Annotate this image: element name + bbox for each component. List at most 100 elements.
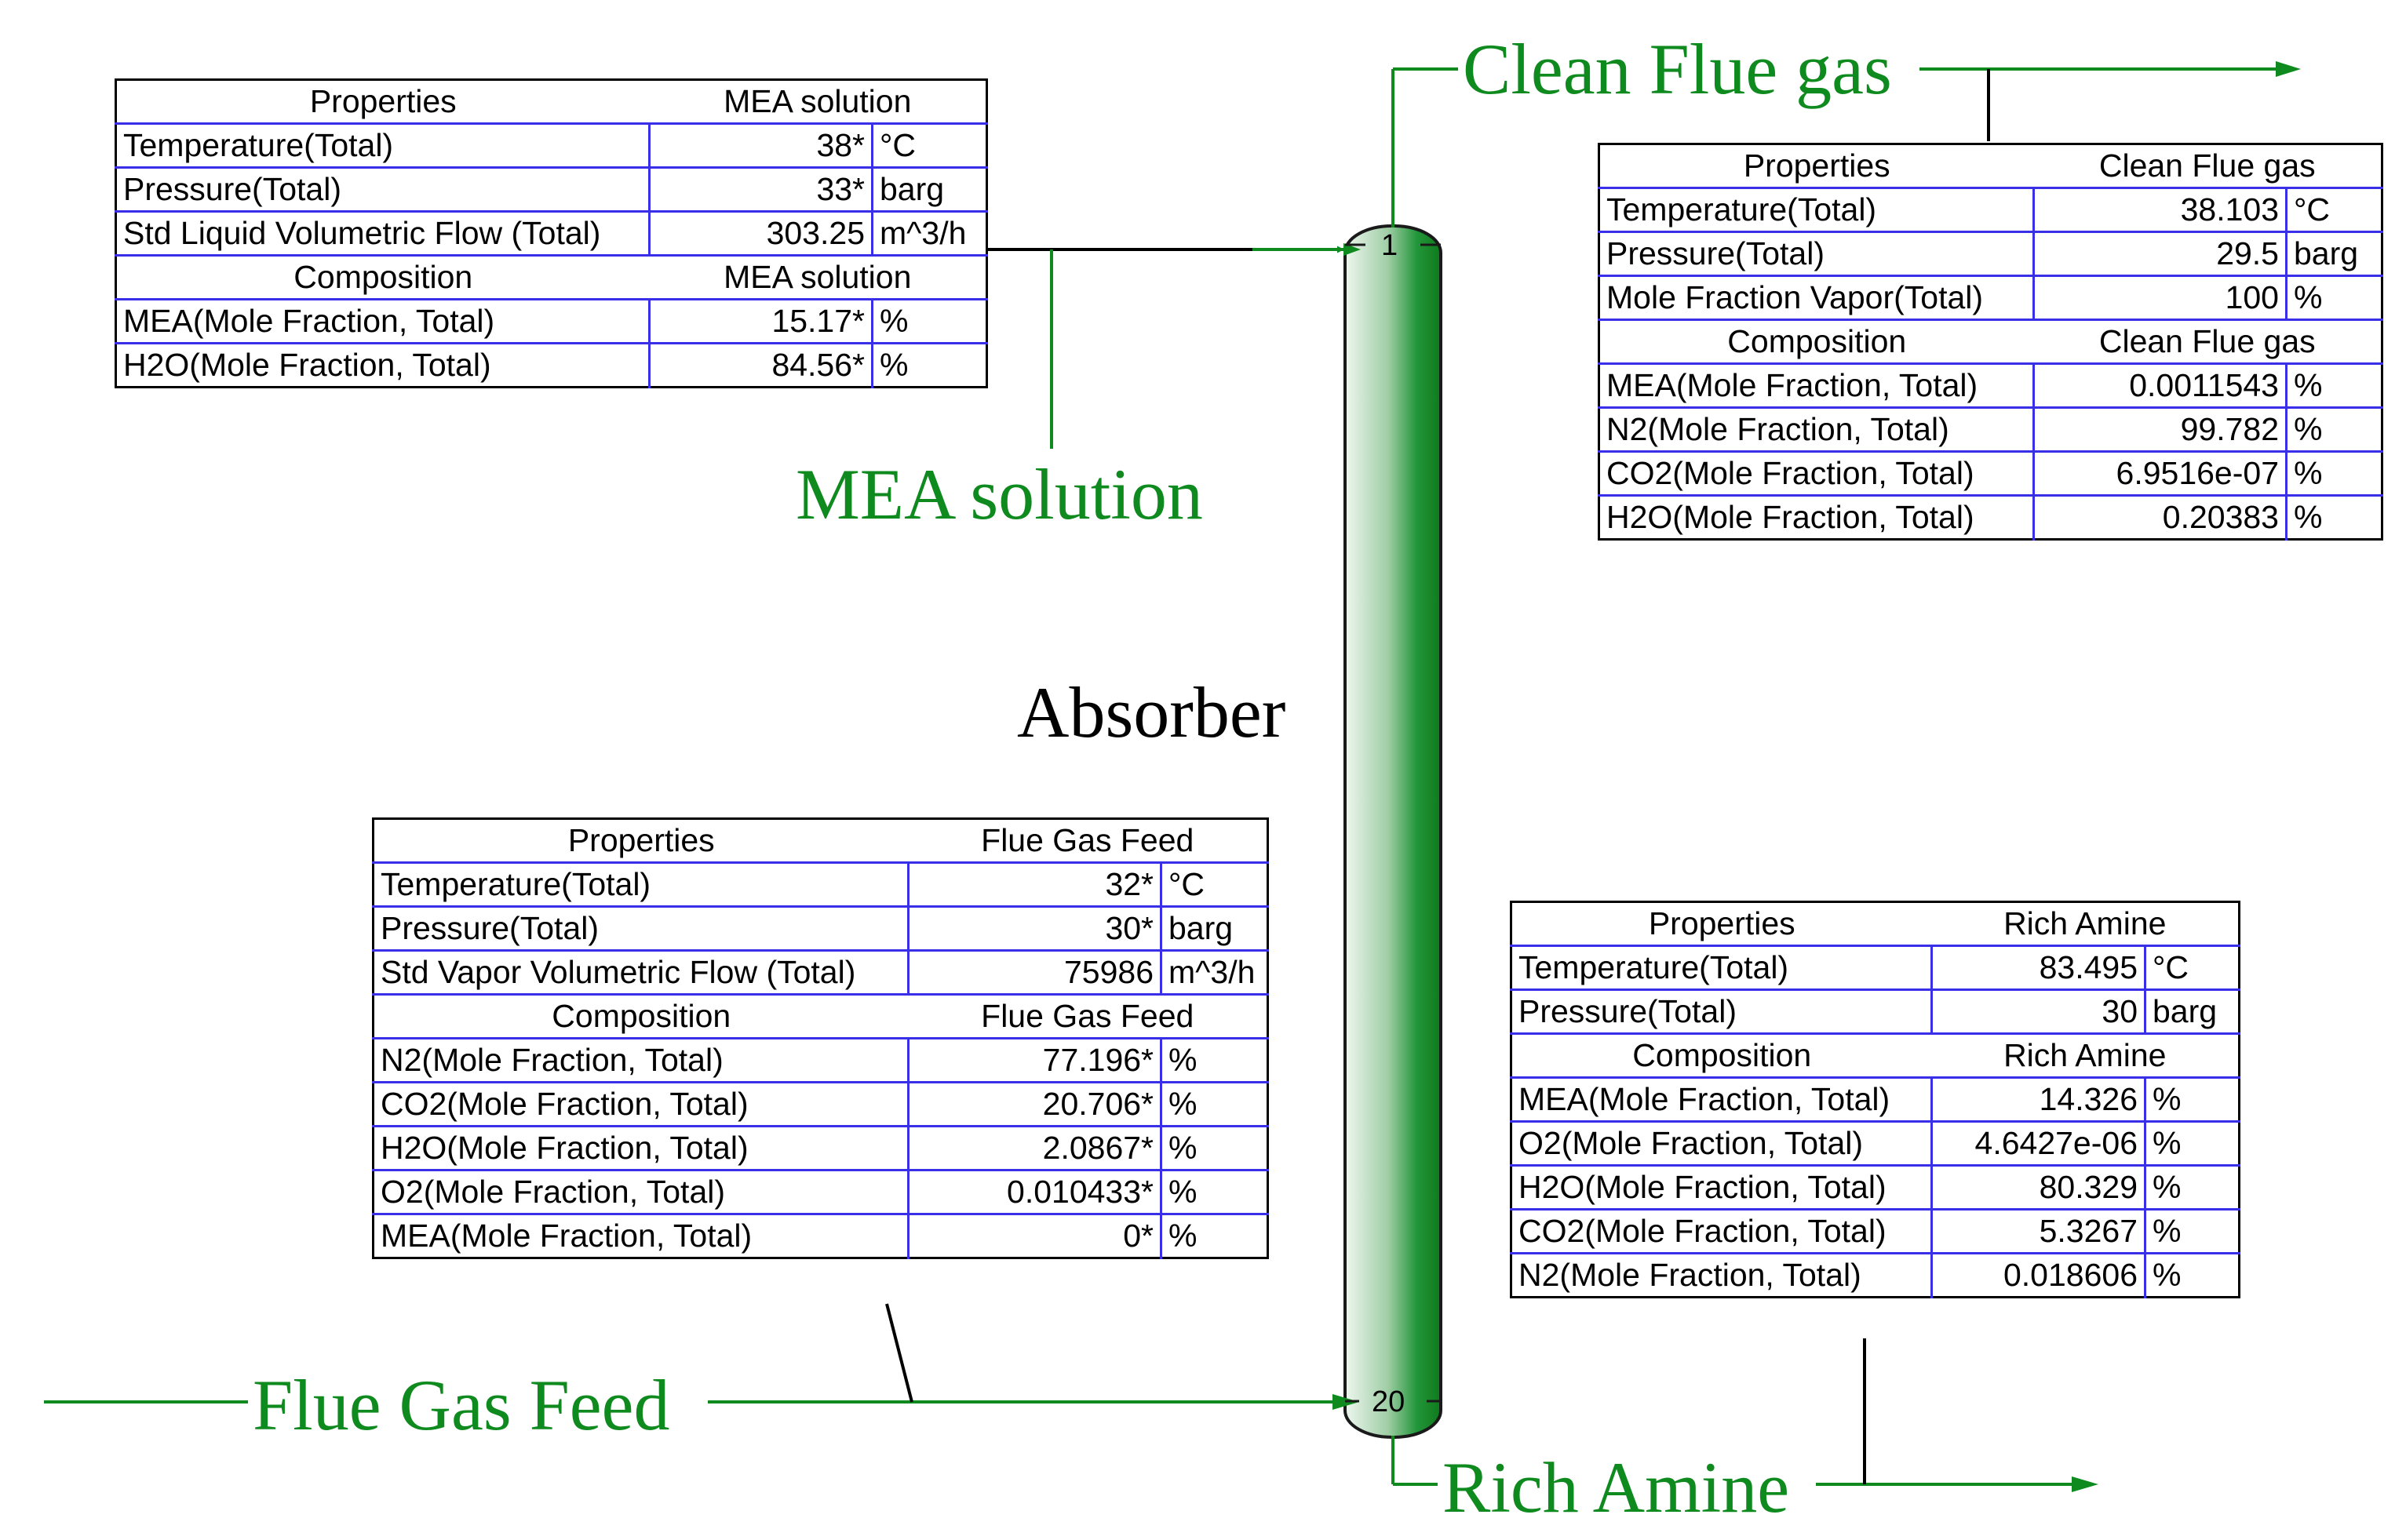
component-name: N2(Mole Fraction, Total)	[373, 1037, 909, 1083]
header-composition: Composition	[1599, 319, 2034, 364]
property-name: Std Liquid Volumetric Flow (Total)	[115, 210, 650, 256]
property-value: 38.103	[2032, 187, 2287, 232]
component-value: 0.018606	[1930, 1252, 2145, 1298]
component-unit: %	[2144, 1120, 2240, 1166]
component-unit: %	[2285, 406, 2382, 452]
property-value: 75986	[907, 949, 1161, 995]
property-value: 29.5	[2032, 231, 2287, 276]
component-unit: %	[1160, 1213, 1268, 1258]
header-stream-name: Flue Gas Feed	[981, 822, 1194, 858]
table-row: Std Liquid Volumetric Flow (Total)303.25…	[115, 210, 987, 256]
component-value: 14.326	[1930, 1076, 2145, 1122]
table-row: Pressure(Total)30*barg	[373, 905, 1268, 951]
stream-label-rich-amine[interactable]: Rich Amine	[1438, 1451, 1795, 1524]
table-row: MEA(Mole Fraction, Total)15.17*%	[115, 298, 987, 344]
property-name: Temperature(Total)	[373, 861, 909, 907]
stream-line-rich-amine[interactable]	[1391, 1338, 2098, 1492]
header-properties: Properties	[567, 822, 715, 858]
stream-line-clean-flue-gas[interactable]	[1391, 61, 2301, 228]
property-unit: °C	[871, 122, 987, 168]
component-unit: %	[2285, 362, 2382, 408]
table-row: N2(Mole Fraction, Total)77.196*%	[373, 1037, 1268, 1083]
stream-line-mea-solution[interactable]	[981, 243, 1361, 449]
property-value: 38*	[648, 122, 873, 168]
property-value: 100	[2032, 275, 2287, 320]
component-unit: %	[871, 298, 987, 344]
property-value: 83.495	[1930, 945, 2145, 990]
component-name: H2O(Mole Fraction, Total)	[373, 1125, 909, 1170]
component-value: 20.706*	[907, 1081, 1161, 1127]
property-name: Temperature(Total)	[1511, 945, 1932, 990]
property-unit: barg	[2285, 231, 2382, 276]
flue-gas-feed-property-table: Properties Flue Gas Feed Temperature(Tota…	[372, 817, 1269, 1259]
component-value: 4.6427e-06	[1930, 1120, 2145, 1166]
absorber-label: Absorber	[1017, 672, 1286, 752]
property-name: Temperature(Total)	[115, 122, 650, 168]
component-name: H2O(Mole Fraction, Total)	[1599, 494, 2034, 540]
header-composition: Composition	[373, 993, 909, 1039]
component-name: H2O(Mole Fraction, Total)	[115, 342, 650, 388]
header-stream-name: Rich Amine	[1931, 1032, 2240, 1078]
component-value: 99.782	[2032, 406, 2287, 452]
property-value: 32*	[907, 861, 1161, 907]
table-row: O2(Mole Fraction, Total)0.010433*%	[373, 1169, 1268, 1214]
table-row: N2(Mole Fraction, Total)99.782%	[1599, 406, 2382, 452]
component-name: N2(Mole Fraction, Total)	[1599, 406, 2034, 452]
table-row: H2O(Mole Fraction, Total)0.20383%	[1599, 494, 2382, 540]
property-unit: °C	[2144, 945, 2240, 990]
column-bottom-stage-label: 20	[1372, 1385, 1405, 1418]
property-name: Pressure(Total)	[115, 166, 650, 212]
component-value: 5.3267	[1930, 1208, 2145, 1254]
table-row: Temperature(Total)38*°C	[115, 122, 987, 168]
table-row: MEA(Mole Fraction, Total)14.326%	[1511, 1076, 2240, 1122]
header-properties: Properties	[309, 83, 457, 119]
property-unit: %	[2285, 275, 2382, 320]
table-row: Temperature(Total)38.103°C	[1599, 187, 2382, 232]
header-composition: Composition	[1511, 1032, 1932, 1078]
table-row: Mole Fraction Vapor(Total)100%	[1599, 275, 2382, 320]
table-row: H2O(Mole Fraction, Total)80.329%	[1511, 1164, 2240, 1210]
stream-label-clean-flue-gas[interactable]: Clean Flue gas	[1458, 33, 1897, 105]
stage-ticks	[1345, 243, 1441, 1403]
table-row: MEA(Mole Fraction, Total)0*%	[373, 1213, 1268, 1258]
column-top-stage-label: 1	[1381, 229, 1398, 262]
property-unit: barg	[1160, 905, 1268, 951]
stream-line-flue-gas-feed[interactable]	[44, 1303, 1359, 1410]
property-value: 33*	[648, 166, 873, 212]
table-row: Pressure(Total)33*barg	[115, 166, 987, 212]
header-stream-name: MEA solution	[724, 83, 912, 119]
header-stream-name: Clean Flue gas	[2033, 319, 2382, 364]
property-name: Pressure(Total)	[1511, 988, 1932, 1034]
component-value: 2.0867*	[907, 1125, 1161, 1170]
component-name: O2(Mole Fraction, Total)	[373, 1169, 909, 1214]
component-unit: %	[1160, 1125, 1268, 1170]
stream-label-mea-solution[interactable]: MEA solution	[791, 458, 1208, 530]
property-unit: barg	[871, 166, 987, 212]
component-value: 6.9516e-07	[2032, 450, 2287, 496]
component-unit: %	[2144, 1076, 2240, 1122]
component-value: 0*	[907, 1213, 1161, 1258]
header-stream-name: Clean Flue gas	[2098, 147, 2316, 184]
component-name: H2O(Mole Fraction, Total)	[1511, 1164, 1932, 1210]
component-name: MEA(Mole Fraction, Total)	[373, 1213, 909, 1258]
header-properties: Properties	[1648, 905, 1795, 941]
component-unit: %	[1160, 1081, 1268, 1127]
table-row: CO2(Mole Fraction, Total)6.9516e-07%	[1599, 450, 2382, 496]
component-name: CO2(Mole Fraction, Total)	[1511, 1208, 1932, 1254]
property-name: Pressure(Total)	[373, 905, 909, 951]
property-unit: °C	[2285, 187, 2382, 232]
stream-label-flue-gas-feed[interactable]: Flue Gas Feed	[248, 1369, 675, 1441]
absorber-column[interactable]	[1343, 224, 1442, 1439]
property-unit: barg	[2144, 988, 2240, 1034]
component-unit: %	[2285, 450, 2382, 496]
component-name: N2(Mole Fraction, Total)	[1511, 1252, 1932, 1298]
header-stream-name: MEA solution	[649, 254, 987, 300]
component-value: 15.17*	[648, 298, 873, 344]
